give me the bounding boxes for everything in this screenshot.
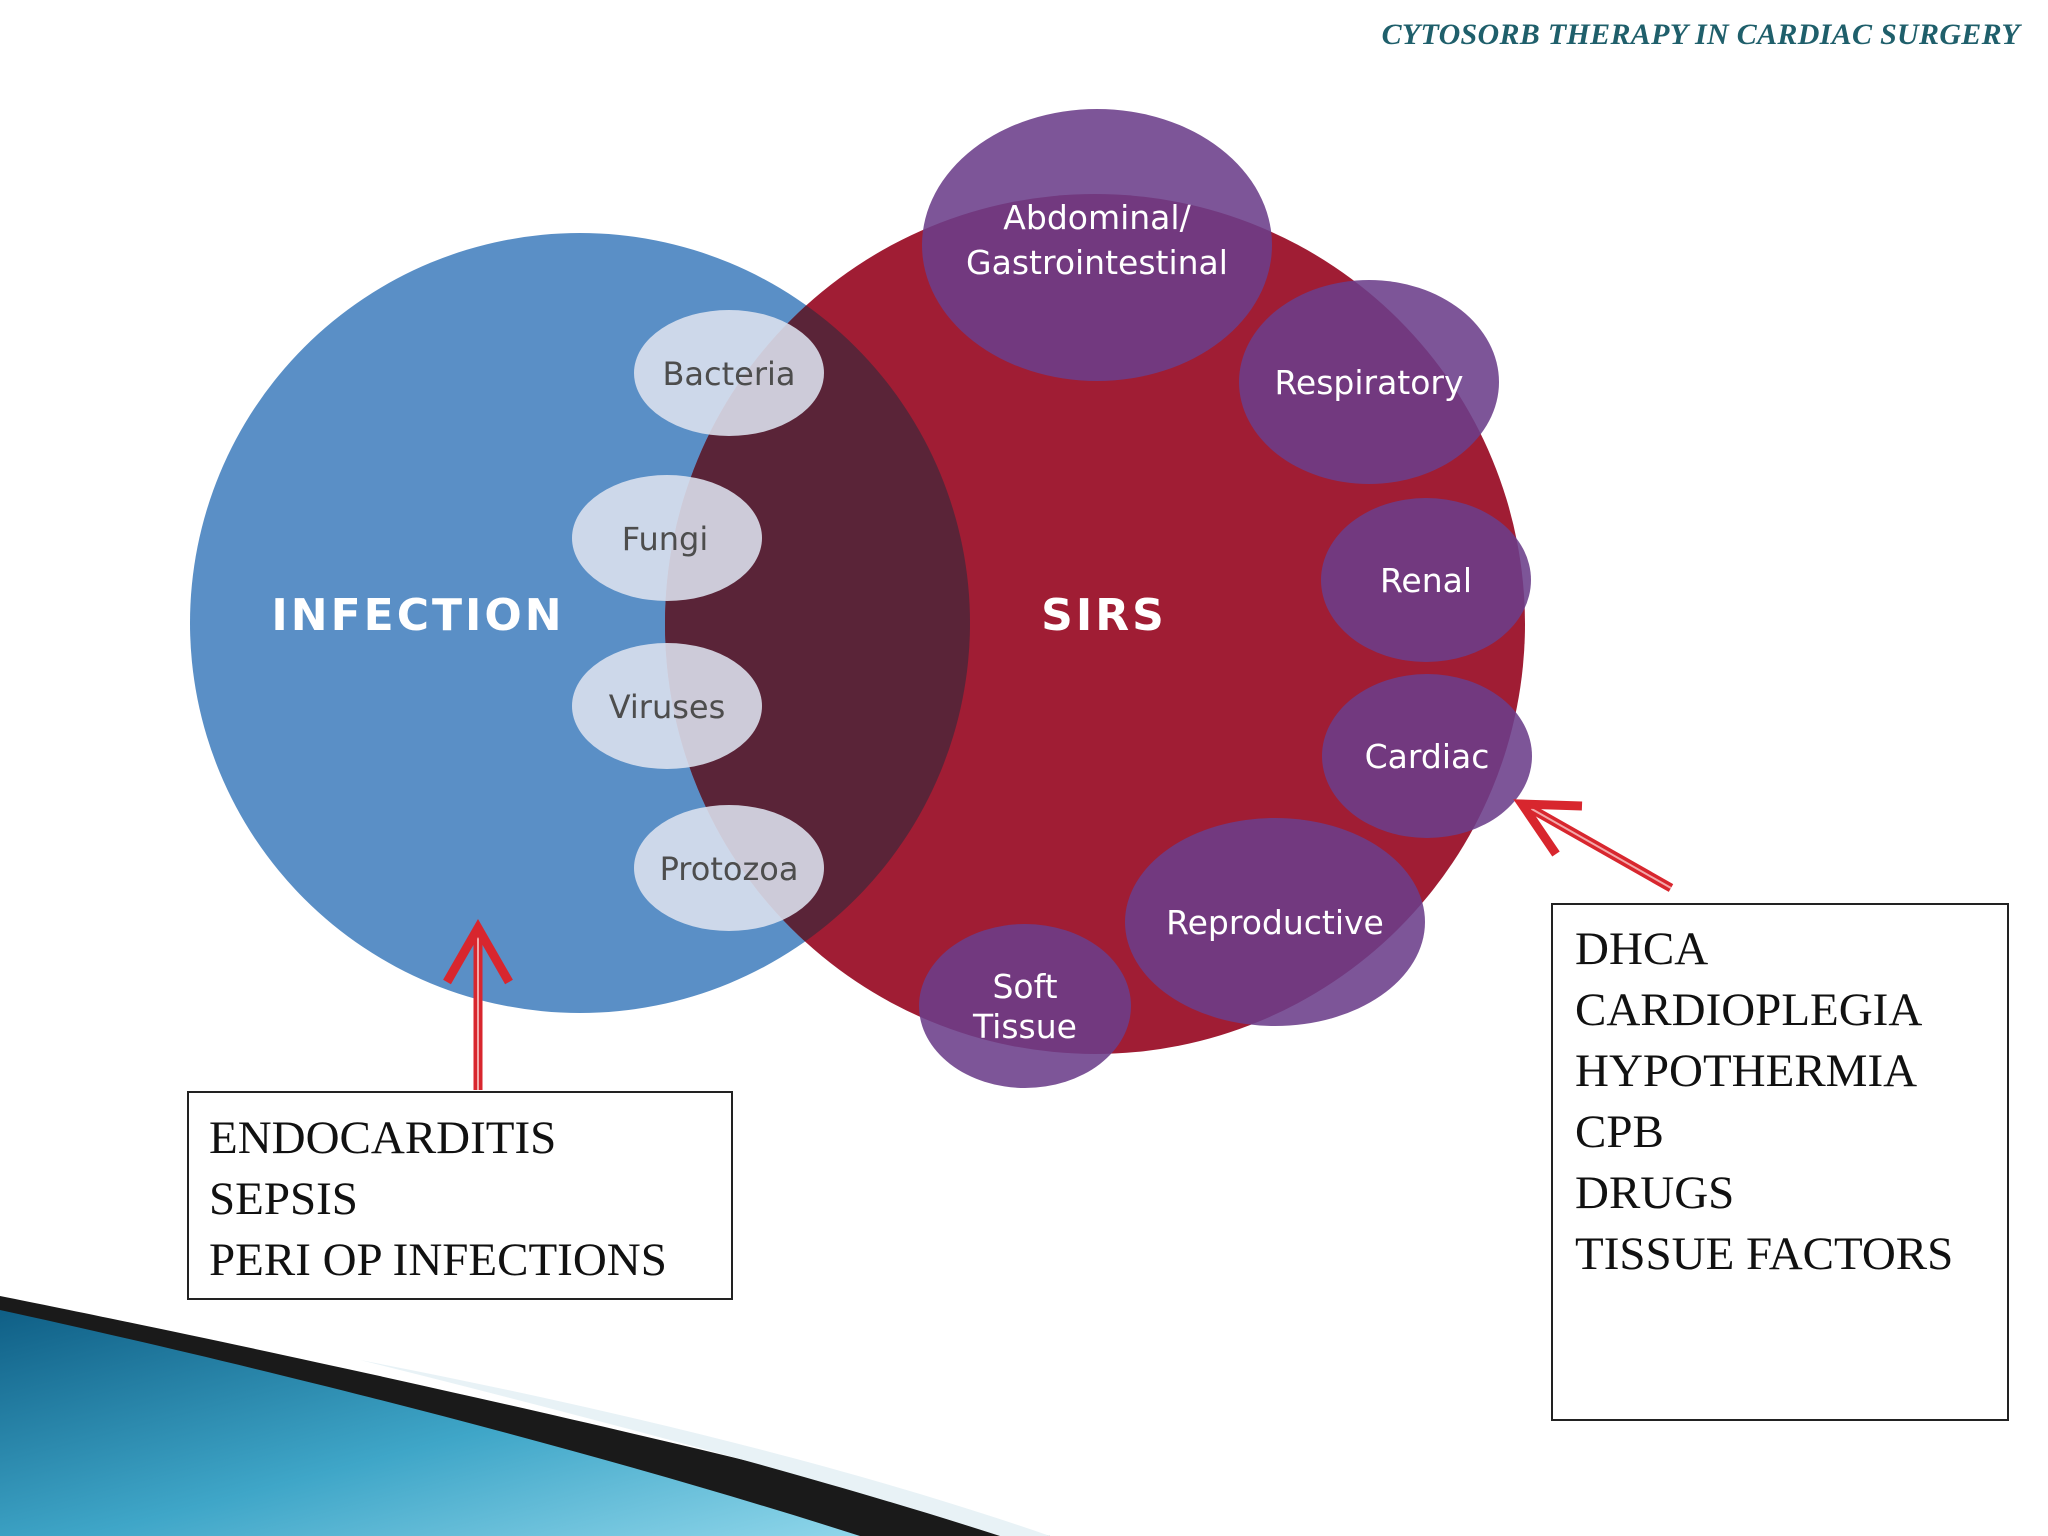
- pathogen-bacteria: Bacteria: [634, 310, 824, 436]
- organ-label: Gastrointestinal: [966, 243, 1228, 282]
- organ-cardiac: Cardiac: [1322, 674, 1532, 838]
- organ-label: Renal: [1380, 561, 1472, 600]
- pathogen-label: Fungi: [622, 520, 708, 558]
- infection-cause-item: PERI OP INFECTIONS: [209, 1234, 667, 1286]
- sirs-label: SIRS: [1041, 590, 1167, 641]
- pathogen-label: Protozoa: [660, 850, 799, 888]
- pathogen-viruses: Viruses: [572, 643, 762, 769]
- pathogen-protozoa: Protozoa: [634, 805, 824, 931]
- arrow-to-cardiac-icon: [1513, 799, 1674, 892]
- cardiac-factor-item: DRUGS: [1575, 1167, 1735, 1219]
- cardiac-factor-item: HYPOTHERMIA: [1575, 1045, 1918, 1097]
- cardiac-factor-item: CARDIOPLEGIA: [1575, 984, 1923, 1036]
- organ-label: Soft: [992, 967, 1057, 1006]
- cardiac-factor-item: DHCA: [1575, 923, 1709, 975]
- slide-title: CYTOSORB THERAPY IN CARDIAC SURGERY: [1381, 18, 2020, 51]
- organ-abdominal-gastrointestinal: Abdominal/ Gastrointestinal: [922, 109, 1272, 381]
- cardiac-factor-item: CPB: [1575, 1106, 1664, 1158]
- organ-label: Reproductive: [1166, 903, 1384, 942]
- infection-label: INFECTION: [271, 590, 564, 641]
- infection-cause-item: ENDOCARDITIS: [209, 1112, 557, 1164]
- organ-respiratory: Respiratory: [1239, 280, 1499, 484]
- organ-label: Tissue: [972, 1007, 1077, 1046]
- infection-causes-box: ENDOCARDITIS SEPSIS PERI OP INFECTIONS: [187, 1091, 733, 1300]
- infection-sirs-overlap: [665, 233, 970, 1013]
- pathogen-label: Bacteria: [662, 355, 795, 393]
- organ-label: Respiratory: [1274, 363, 1463, 402]
- arrow-to-infection-icon: [443, 918, 513, 1090]
- organ-label: Cardiac: [1365, 737, 1490, 776]
- cardiac-factors-box: DHCA CARDIOPLEGIA HYPOTHERMIA CPB DRUGS …: [1551, 903, 2009, 1421]
- organ-label: Abdominal/: [1003, 198, 1191, 237]
- cardiac-factor-item: TISSUE FACTORS: [1575, 1228, 1954, 1280]
- organ-soft-tissue: Soft Tissue: [919, 924, 1131, 1088]
- infection-cause-item: SEPSIS: [209, 1173, 358, 1225]
- pathogen-label: Viruses: [609, 688, 726, 726]
- organ-reproductive: Reproductive: [1125, 818, 1425, 1026]
- organ-renal: Renal: [1321, 498, 1531, 662]
- pathogen-fungi: Fungi: [572, 475, 762, 601]
